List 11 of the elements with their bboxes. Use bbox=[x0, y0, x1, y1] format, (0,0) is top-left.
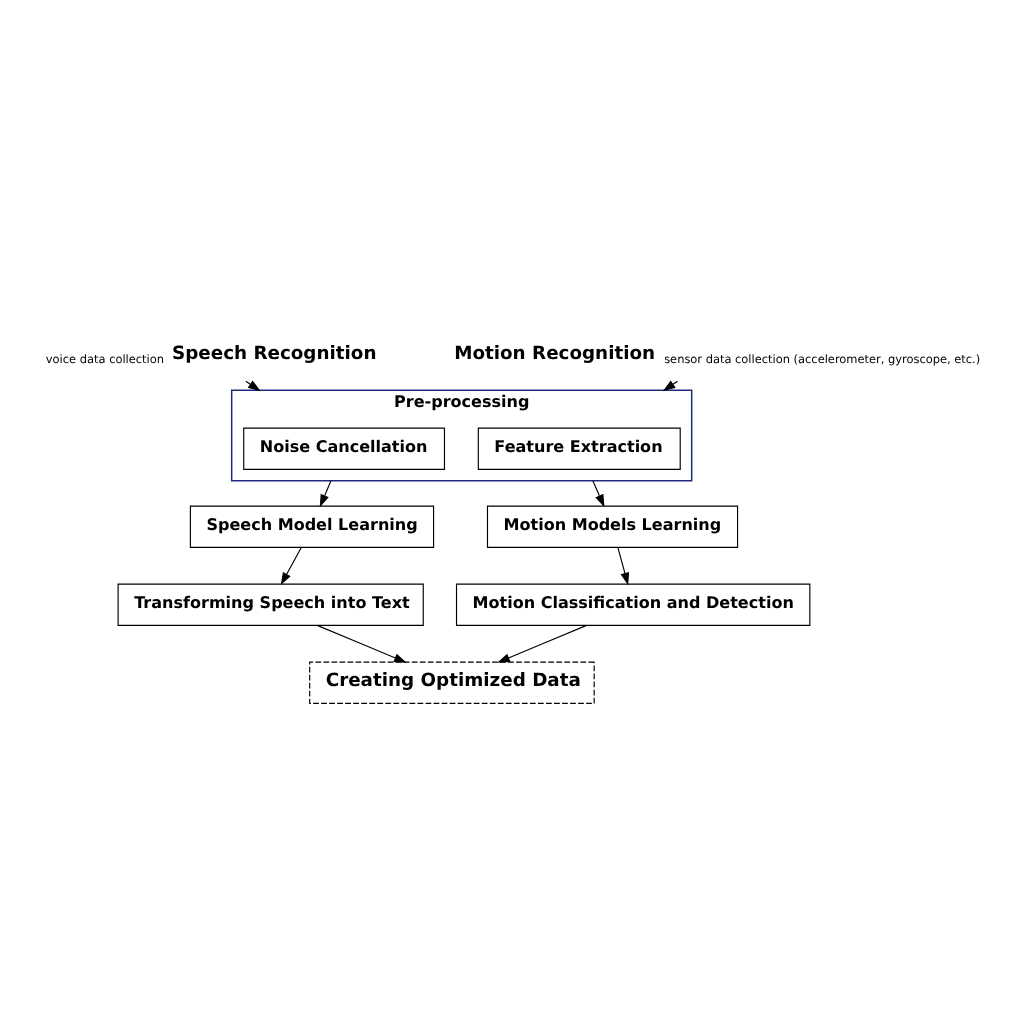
arrow bbox=[497, 624, 587, 662]
arrow bbox=[592, 479, 605, 507]
arrow bbox=[280, 546, 302, 585]
arrow bbox=[245, 379, 261, 391]
arrow bbox=[317, 624, 407, 662]
node-box: Creating Optimized Data bbox=[309, 660, 595, 703]
node-text: Speech Recognition bbox=[172, 342, 377, 365]
arrow bbox=[662, 379, 679, 391]
node-text: Motion Recognition bbox=[454, 342, 656, 365]
arrow bbox=[617, 546, 630, 585]
arrow bbox=[319, 479, 332, 507]
